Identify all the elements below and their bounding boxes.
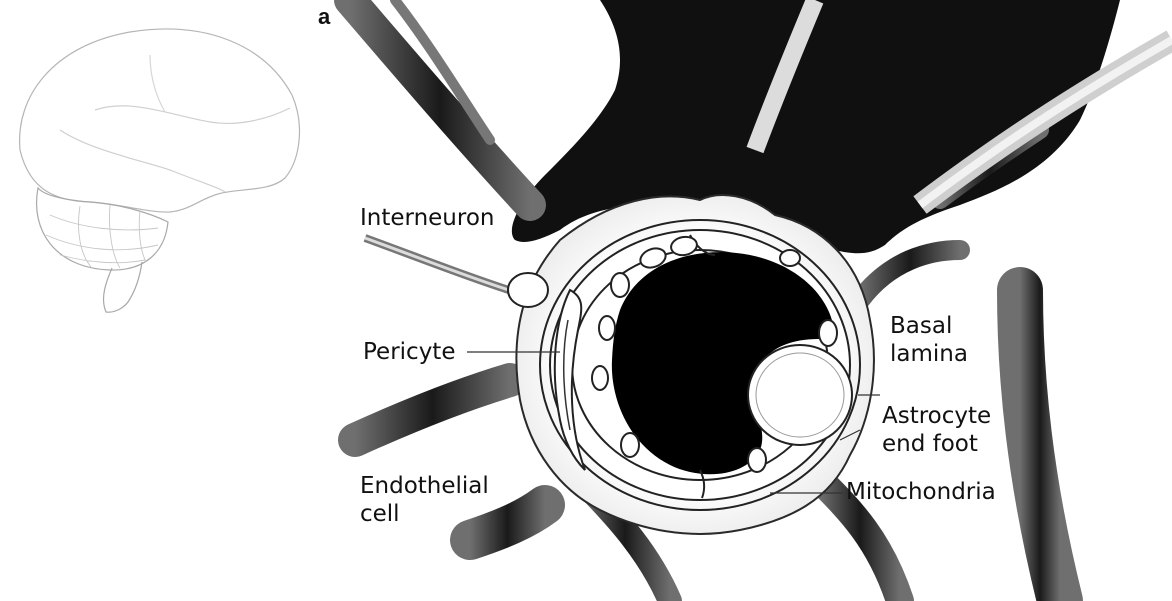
label-endothelial-line1: Endothelial [360,472,489,501]
label-astrocyte-line1: Astrocyte [882,402,991,431]
panel-label: a [318,4,330,30]
label-astrocyte-line2: end foot [882,430,978,459]
label-interneuron: Interneuron [360,204,495,233]
label-basal-line2: lamina [890,340,968,369]
label-basal-line1: Basal [890,312,952,341]
interneuron-terminal [508,273,548,307]
label-endothelial-line2: cell [360,500,400,529]
label-pericyte: Pericyte [363,338,455,367]
label-mitochondria: Mitochondria [846,478,996,507]
